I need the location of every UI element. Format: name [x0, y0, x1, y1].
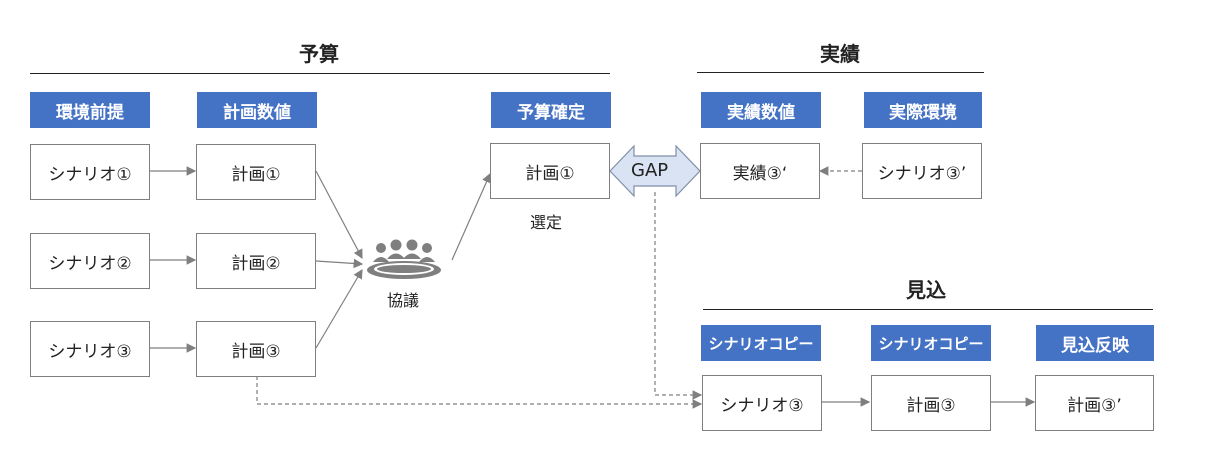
- box-plan-1: 計画①: [196, 144, 316, 200]
- box-budget-plan: 計画①: [490, 143, 610, 199]
- meeting-label: 協議: [387, 291, 420, 310]
- arrow-meeting-budget: [451, 172, 491, 261]
- section-title-actual: 実績: [820, 42, 860, 66]
- box-actual-scenario-3: シナリオ③’: [862, 143, 982, 199]
- box-plan-2: 計画②: [196, 233, 316, 289]
- divider-actual: [697, 72, 984, 73]
- box-forecast-plan-3-prime: 計画③’: [1035, 375, 1154, 431]
- header-actual-env: 実際環境: [864, 92, 982, 128]
- arrow-gap-forecast: [654, 192, 703, 400]
- selection-label: 選定: [530, 213, 563, 232]
- section-title-budget: 予算: [299, 42, 339, 66]
- box-forecast-scenario-3: シナリオ③: [702, 375, 822, 431]
- header-env-premise: 環境前提: [30, 92, 150, 128]
- box-plan-3: 計画③: [196, 321, 316, 377]
- arrow-plan2-meeting: [315, 258, 364, 269]
- arrow-plan3-meeting: [315, 268, 363, 349]
- box-scenario-2: シナリオ②: [30, 233, 150, 289]
- meeting-people-icon: [367, 239, 441, 279]
- header-budget-confirm: 予算確定: [491, 92, 611, 128]
- arrow-plan3-forecast: [256, 376, 703, 409]
- gap-label: GAP: [631, 160, 669, 181]
- header-scenario-copy-2: シナリオコピー: [871, 325, 991, 361]
- header-scenario-copy-1: シナリオコピー: [701, 325, 821, 361]
- box-actual-3: 実績③‘: [700, 143, 820, 199]
- box-scenario-1: シナリオ①: [30, 144, 150, 200]
- section-title-forecast: 見込: [906, 278, 946, 302]
- arrow-plan1-meeting: [315, 170, 363, 260]
- divider-budget: [30, 73, 610, 74]
- divider-forecast: [703, 309, 1153, 310]
- header-forecast-reflect: 見込反映: [1036, 325, 1154, 361]
- box-forecast-plan-3: 計画③: [871, 375, 991, 431]
- box-scenario-3: シナリオ③: [30, 321, 150, 377]
- header-actual-values: 実績数値: [701, 92, 821, 128]
- header-plan-values: 計画数値: [197, 92, 317, 128]
